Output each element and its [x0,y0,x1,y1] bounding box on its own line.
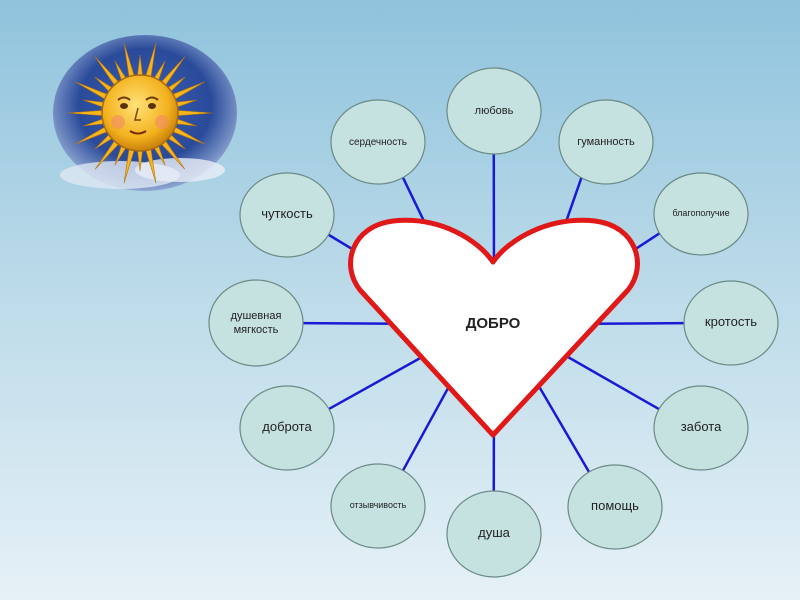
node-ellipse [446,67,542,155]
node-label-line: доброта [262,419,312,434]
sun-face-icon [53,35,237,191]
node-label-line: душа [478,525,511,540]
node-ellipse [208,279,304,367]
node-label-line: чуткость [261,206,313,221]
nodes-group: любовь гуманность благополучие кротость забо… [208,67,779,578]
node-ellipse [330,463,426,549]
node-label-line: любовь [475,105,514,117]
node-9: доброта [239,385,335,471]
node-label: гуманность [577,136,635,148]
node-label: душа [478,525,511,540]
node-label-line: помощь [591,498,639,513]
node-7: душа [446,490,542,578]
heart-shape [348,217,640,438]
node-ellipse [653,385,749,471]
node-label: благополучие [672,208,729,218]
node-4: кротость [683,280,779,366]
node-label: душевная мягкость [231,310,282,336]
node-1: любовь [446,67,542,155]
node-12: сердечность [330,99,426,185]
node-label-line: благополучие [672,208,729,218]
node-label-line: кротость [705,314,757,329]
node-label-line: сердечность [349,137,407,148]
node-label-line: мягкость [234,324,279,336]
node-ellipse [239,172,335,258]
node-2: гуманность [558,99,654,185]
node-label: забота [681,419,722,434]
node-5: забота [653,385,749,471]
node-label: любовь [475,105,514,117]
node-8: отзывчивость [330,463,426,549]
node-label-line: отзывчивость [350,500,407,510]
node-ellipse [330,99,426,185]
node-ellipse [446,490,542,578]
center-label: ДОБРО [466,315,521,332]
node-label: кротость [705,314,757,329]
node-6: помощь [567,464,663,550]
node-label: помощь [591,498,639,513]
node-label-line: душевная [231,310,282,322]
node-ellipse [653,172,749,256]
node-ellipse [239,385,335,471]
node-label: доброта [262,419,312,434]
node-label: отзывчивость [350,500,407,510]
node-label-line: гуманность [577,136,635,148]
node-label: чуткость [261,206,313,221]
node-ellipse [567,464,663,550]
node-ellipse [558,99,654,185]
node-label-line: забота [681,419,722,434]
node-3: благополучие [653,172,749,256]
node-ellipse [683,280,779,366]
node-11: чуткость [239,172,335,258]
node-10: душевная мягкость [208,279,304,367]
node-label: сердечность [349,137,407,148]
